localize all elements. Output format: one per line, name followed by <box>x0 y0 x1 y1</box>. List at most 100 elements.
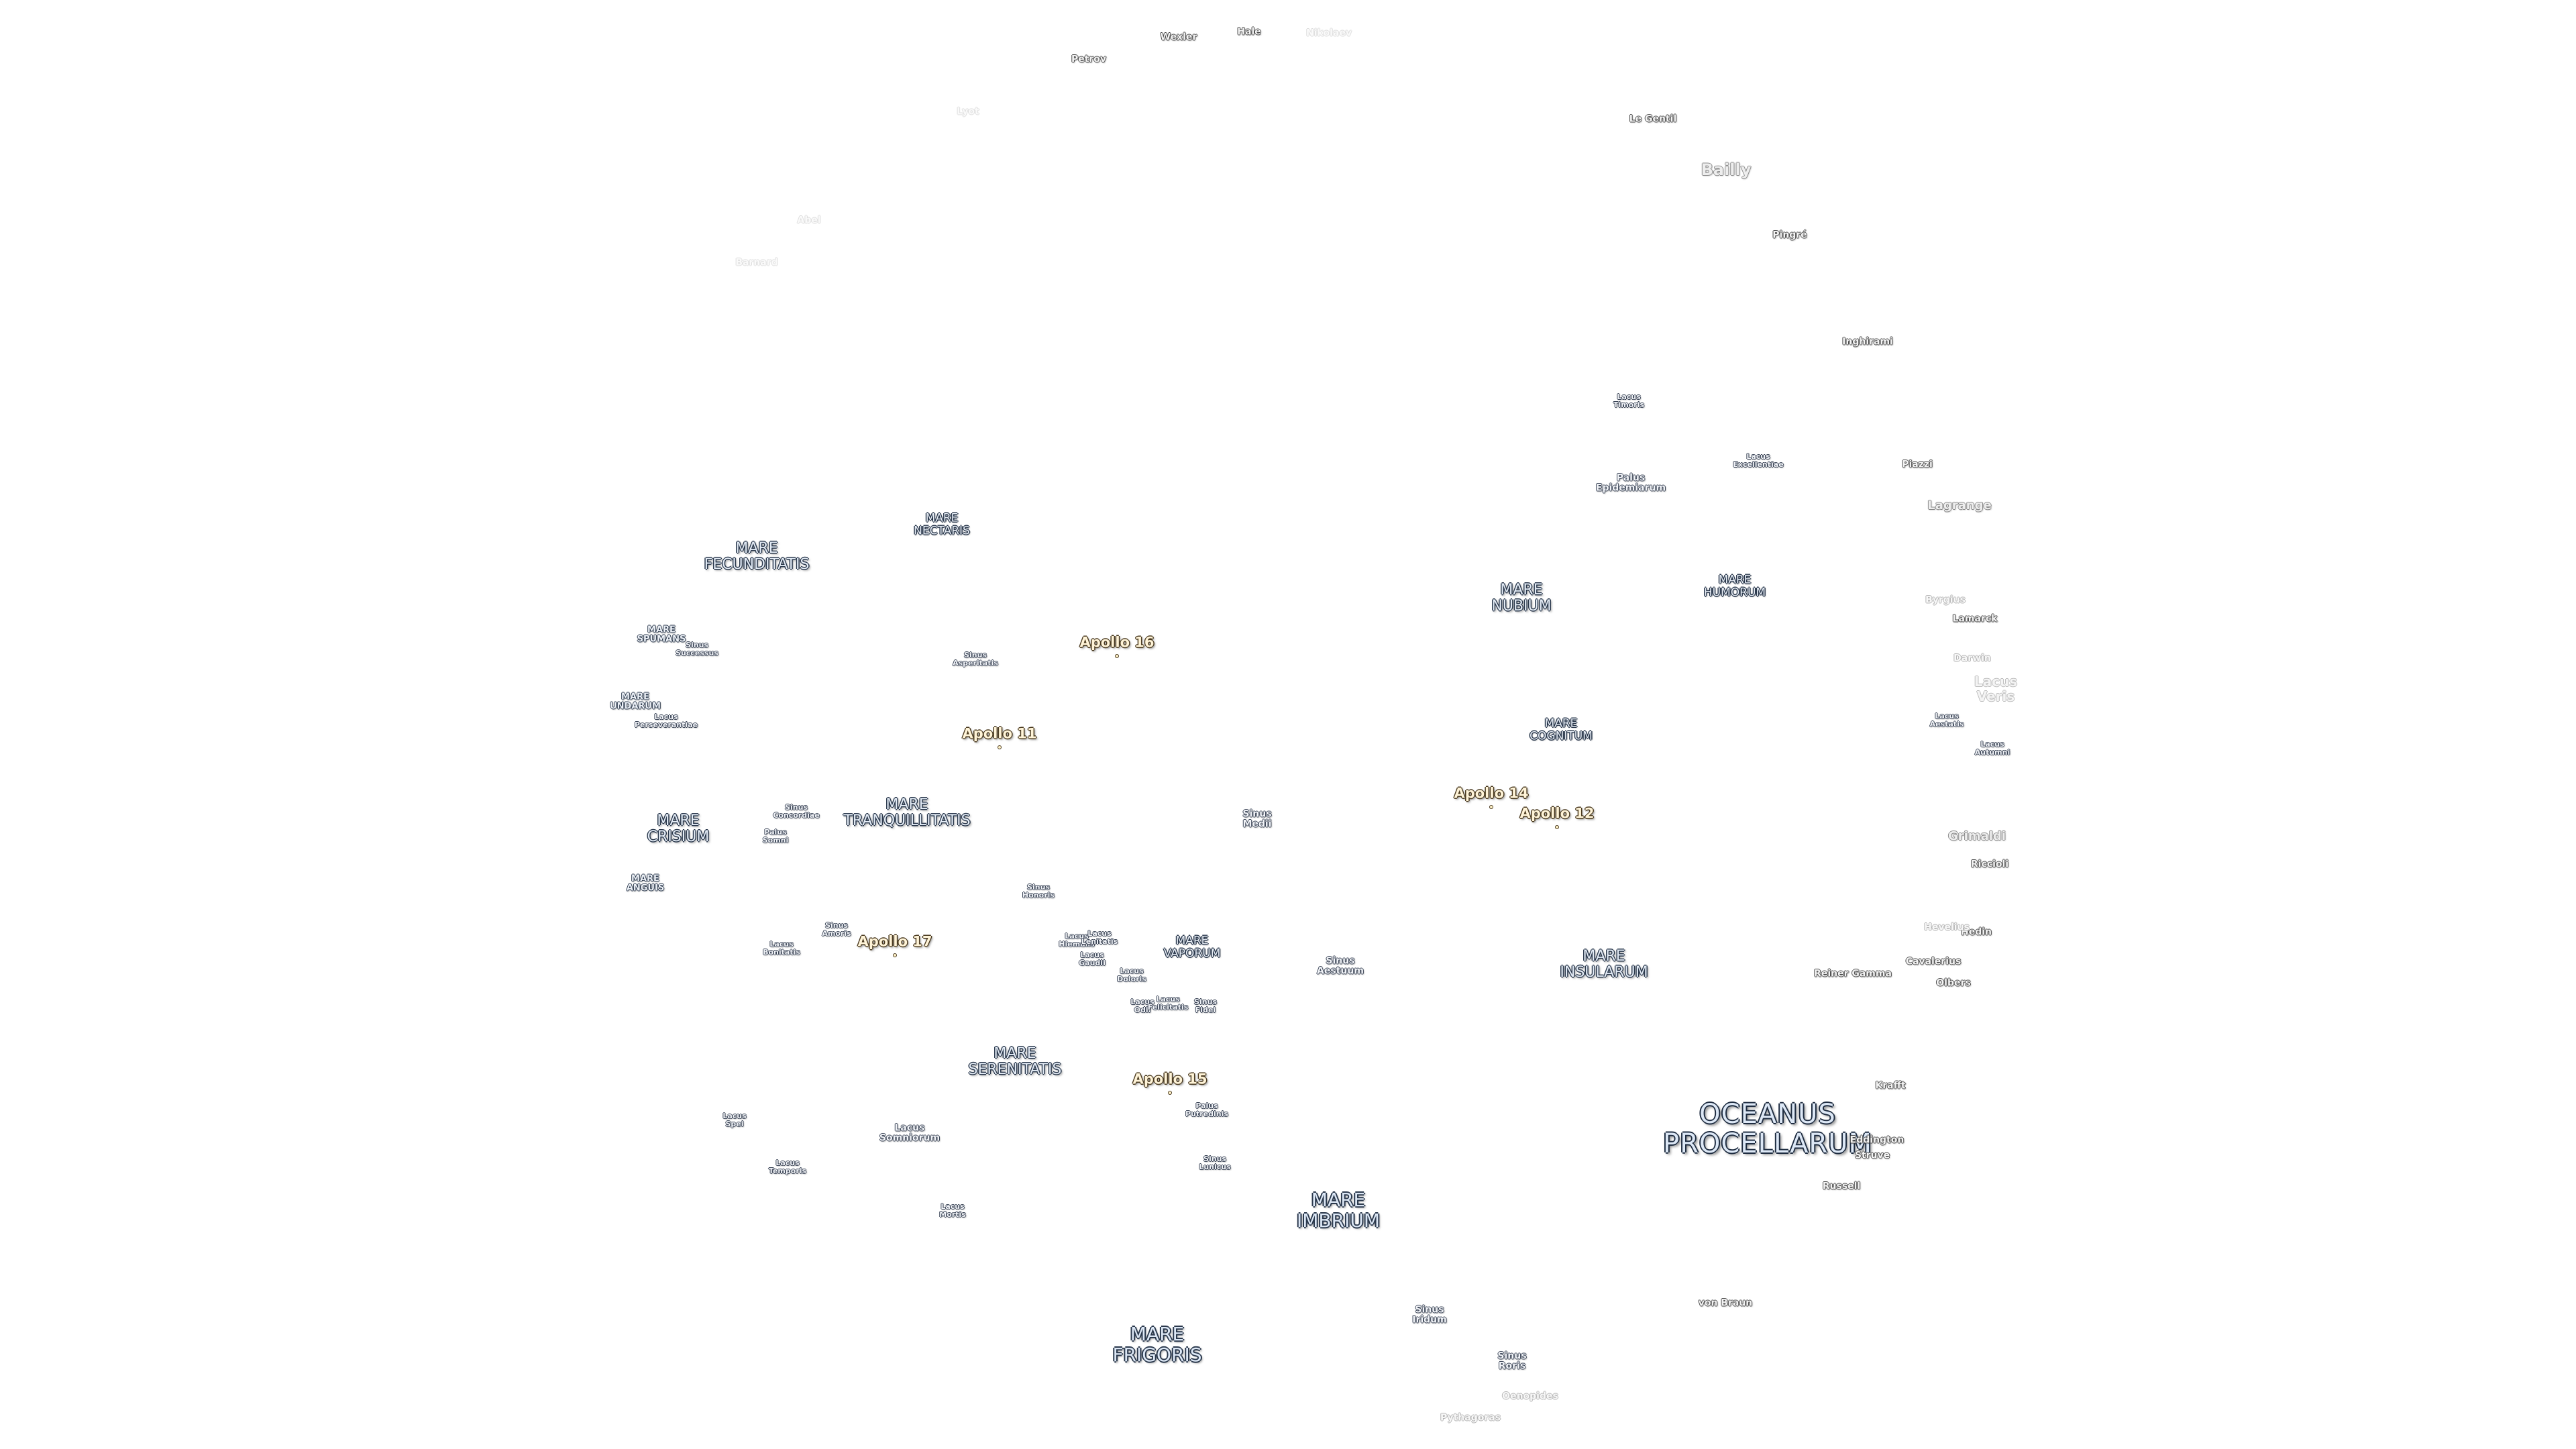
label-struve: Struve <box>1855 1150 1890 1161</box>
label-mare-spumans-line: SPUMANS <box>637 635 686 645</box>
label-lagrange-line: Lagrange <box>1927 498 1992 513</box>
label-lacus-timoris-line: Timoris <box>1613 400 1645 409</box>
label-mare-nubium-line: MARE <box>1500 581 1543 598</box>
label-lamarck: Lamarck <box>1952 613 1998 625</box>
label-palus-putredinis-line: Palus <box>1195 1101 1218 1110</box>
label-apollo-11: Apollo 11 <box>962 726 1036 741</box>
label-lacus-perseverantiae-line: Perseverantiae <box>634 720 698 729</box>
label-sinus-concordiae-line: Concordiae <box>773 811 820 820</box>
label-sinus-fidei-line: Fidei <box>1195 1006 1216 1014</box>
label-lacus-doloris-line: Doloris <box>1117 975 1146 983</box>
label-hedin-line: Hedin <box>1961 926 1992 938</box>
label-mare-spumans-line: MARE <box>647 625 676 635</box>
landing-site-marker <box>1490 806 1493 808</box>
label-lamarck-line: Lamarck <box>1952 613 1998 625</box>
label-lacus-doloris-line: Lacus <box>1120 966 1144 975</box>
label-mare-serenitatis-line: MARE <box>994 1044 1036 1062</box>
label-apollo-15: Apollo 15 <box>1132 1071 1207 1087</box>
label-mare-frigoris-line: MARE <box>1130 1323 1185 1346</box>
label-le-gentil-line: Le Gentil <box>1629 113 1677 125</box>
label-sinus-lunicus-line: Lunicus <box>1199 1163 1231 1171</box>
label-darwin: Darwin <box>1953 653 1991 663</box>
label-mare-serenitatis-line: SERENITATIS <box>968 1061 1062 1078</box>
label-lacus-temporis-line: Temporis <box>768 1167 807 1175</box>
label-krafft: Krafft <box>1875 1080 1905 1091</box>
label-lacus-somniorum-line: Lacus <box>894 1122 925 1134</box>
label-abel: Abel <box>797 215 820 225</box>
label-von-braun: von Braun <box>1699 1297 1753 1308</box>
label-byrgius-line: Byrgius <box>1925 594 1966 606</box>
label-lacus-felicitatis-line: Lacus <box>1156 994 1180 1004</box>
label-lacus-veris-line: Lacus <box>1974 674 2018 690</box>
label-palus-somni-line: Palus <box>764 827 787 837</box>
label-grimaldi-line: Grimaldi <box>1948 829 2006 844</box>
label-bailly: Bailly <box>1701 160 1752 179</box>
label-sinus-medii-line: Sinus <box>1242 808 1272 820</box>
label-russell: Russell <box>1823 1181 1861 1191</box>
label-reiner-gamma-line: Reiner Gamma <box>1814 968 1892 979</box>
label-mare-imbrium-line: IMBRIUM <box>1297 1210 1380 1232</box>
label-sinus-asperitatis-line: Asperitatis <box>953 659 998 667</box>
label-mare-anguis-line: ANGUIS <box>626 883 665 894</box>
label-hevelius: Hevelius <box>1924 922 1970 932</box>
label-piazzi: Piazzi <box>1902 459 1933 470</box>
label-lacus-odii-line: Odii <box>1134 1006 1151 1014</box>
label-petrov: Petrov <box>1071 54 1106 64</box>
label-reiner-gamma: Reiner Gamma <box>1814 968 1892 979</box>
label-lacus-autumni-line: Autumni <box>1974 748 2010 757</box>
label-oenopides-line: Oenopides <box>1502 1391 1558 1402</box>
label-apollo-14-line: Apollo 14 <box>1454 785 1529 802</box>
label-hedin: Hedin <box>1961 926 1992 938</box>
label-lacus-hiemalis-line: Hiemalis <box>1059 940 1095 949</box>
landing-site-marker <box>1556 826 1558 828</box>
label-sinus-amoris-line: Amoris <box>822 929 851 938</box>
label-lyot: Lyot <box>957 106 979 117</box>
label-sinus-honoris-line: Honoris <box>1022 891 1055 900</box>
label-bailly-line: Bailly <box>1701 160 1752 179</box>
label-sinus-successus-line: Successus <box>676 649 718 657</box>
label-sinus-amoris-line: Sinus <box>825 920 848 930</box>
label-apollo-12-line: Apollo 12 <box>1519 805 1595 822</box>
label-mare-insularum-line: INSULARUM <box>1560 964 1648 981</box>
label-mare-crisium-line: CRISIUM <box>647 828 710 845</box>
label-eddington: Eddington <box>1850 1134 1904 1145</box>
label-mare-nubium-line: NUBIUM <box>1491 598 1552 614</box>
label-apollo-14: Apollo 14 <box>1454 786 1528 801</box>
label-pythagoras-line: Pythagoras <box>1440 1412 1501 1424</box>
label-sinus-concordiae-line: Sinus <box>785 802 808 812</box>
label-lacus-somniorum-line: Somniorum <box>879 1133 941 1144</box>
label-lacus-autumni-line: Lacus <box>1980 739 2004 749</box>
label-olbers-line: Olbers <box>1936 977 1971 989</box>
label-apollo-15-line: Apollo 15 <box>1132 1071 1208 1087</box>
label-sinus-roris-line: Sinus <box>1497 1350 1527 1362</box>
label-hale-line: Hale <box>1237 26 1261 38</box>
label-le-gentil: Le Gentil <box>1629 113 1677 125</box>
label-petrov-line: Petrov <box>1071 54 1107 65</box>
label-lacus-veris-line: Veris <box>1976 688 2015 704</box>
label-lacus-spei-line: Spei <box>725 1120 744 1128</box>
label-mare-humorum-line: HUMORUM <box>1703 586 1766 599</box>
label-abel-line: Abel <box>797 215 821 226</box>
label-sinus-lunicus-line: Sinus <box>1203 1154 1226 1163</box>
